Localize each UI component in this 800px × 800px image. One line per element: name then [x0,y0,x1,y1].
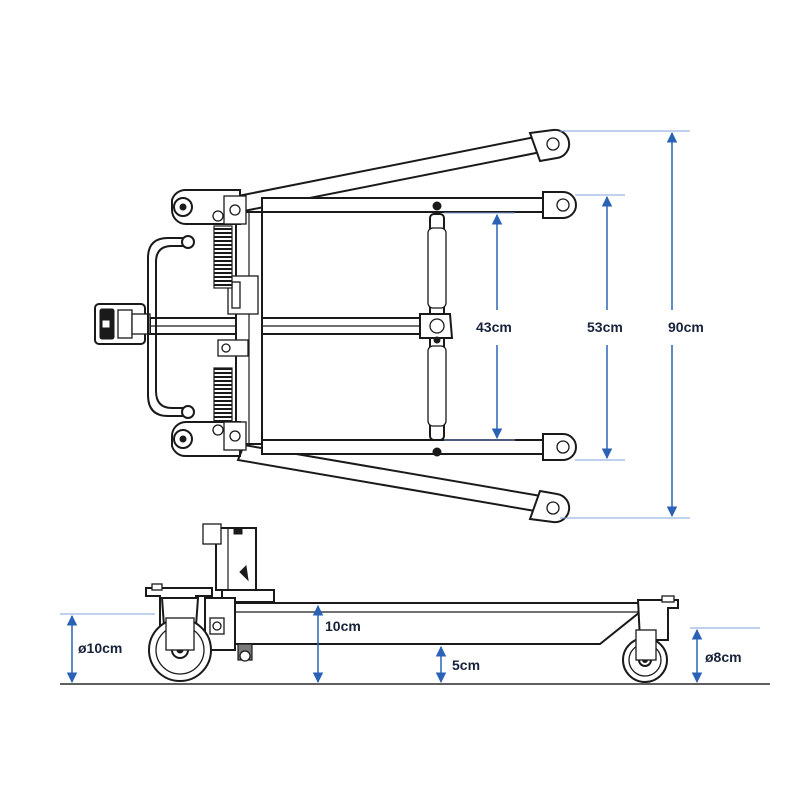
mast [202,523,275,603]
side-view: ø10cm 10cm 5cm ø8cm [60,523,770,685]
dimension-extension-lines [444,130,690,519]
front-caster [622,595,679,683]
rear-cross-member [217,211,263,445]
dimension-label-ground-clearance: 5cm [452,657,480,673]
outer-leg-top [236,128,571,213]
dimension-rear-wheel: ø10cm [66,614,122,684]
chassis [204,597,661,662]
spring-top [213,225,233,289]
dimension-front-wheel: ø8cm [691,628,742,684]
dimension-label-middle: 53cm [587,319,623,335]
mast-block [94,303,151,345]
central-spine [149,313,454,344]
dimension-label-outer: 90cm [668,319,704,335]
outer-leg-bottom [236,443,571,524]
inner-leg-top [261,191,577,219]
rear-frame [147,235,195,419]
dimension-label-rear-wheel: ø10cm [78,640,122,656]
dimension-label-inner: 43cm [476,319,512,335]
rear-caster-top [171,189,247,225]
dimension-chassis-height: 10cm [312,604,361,684]
dimension-inner-spread: 43cm [476,213,512,440]
spring-bottom [213,367,233,431]
top-view: 43cm 53cm 90cm [94,128,704,524]
dimension-label-chassis-height: 10cm [325,618,361,634]
rear-caster-bottom [171,421,247,457]
dimension-outer-spread: 90cm [666,131,704,518]
dimension-label-front-wheel: ø8cm [705,649,742,665]
rear-caster [145,583,213,682]
inner-leg-bottom [261,433,577,461]
dimension-ground-clearance: 5cm [435,645,480,684]
dimension-middle-spread: 53cm [587,195,623,460]
side-extension-lines [60,613,760,629]
